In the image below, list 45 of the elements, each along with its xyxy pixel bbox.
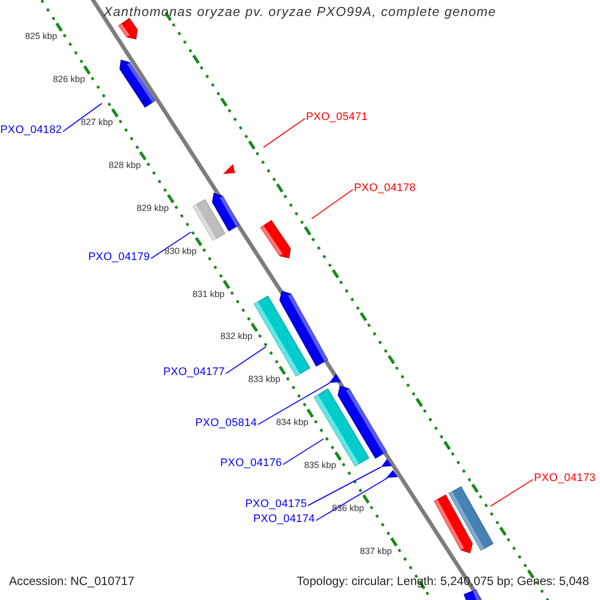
gene-label: PXO_04179	[88, 251, 150, 264]
scale-label: 826 kbp	[52, 74, 85, 85]
gene-block	[260, 220, 291, 258]
gene-block	[212, 192, 240, 232]
leader-line	[62, 102, 102, 132]
leader-line	[316, 477, 388, 521]
gene-bar	[448, 486, 494, 551]
scale-label: 834 kbp	[276, 417, 308, 428]
gene-block	[118, 18, 138, 40]
gene-label: PXO_05471	[306, 111, 368, 124]
scale-label: 825 kbp	[25, 31, 58, 42]
gene-label: PXO_04176	[220, 457, 282, 470]
leader-line	[258, 382, 330, 425]
gene-marker	[386, 470, 398, 478]
gene-marker	[223, 164, 235, 174]
gene-marker	[329, 374, 341, 383]
gene-label: PXO_04177	[163, 366, 225, 379]
leader-line	[282, 438, 324, 465]
leader-line	[150, 232, 192, 259]
scale-label: 837 kbp	[360, 546, 392, 557]
gene-label: PXO_04173	[534, 472, 596, 485]
scale-label: 828 kbp	[108, 160, 141, 171]
gene-block	[279, 290, 328, 367]
title: Xanthomonas oryzae pv. oryzae PXO99A, complete genome	[102, 3, 498, 20]
scale-label: 830 kbp	[164, 246, 197, 257]
gene-label: PXO_04182	[0, 124, 62, 137]
leader-line	[308, 466, 382, 506]
accession-text: Accession: NC_010717	[8, 574, 136, 589]
gene-marker	[381, 459, 392, 467]
scale-label: 833 kbp	[248, 374, 280, 386]
gene-label: PXO_04174	[253, 513, 315, 526]
leader-line	[490, 479, 534, 507]
scale-label: 831 kbp	[192, 288, 224, 300]
scale-label: 832 kbp	[220, 331, 252, 342]
gene-label: PXO_04175	[245, 498, 307, 511]
scale-label: 835 kbp	[304, 460, 336, 472]
leader-line	[226, 346, 266, 374]
gene-block	[338, 386, 388, 459]
gene-label: PXO_05814	[195, 417, 257, 430]
leader-line	[311, 189, 354, 220]
gene-block	[119, 60, 156, 108]
leader-line	[263, 118, 306, 148]
scale-label: 827 kbp	[80, 116, 113, 128]
scale-label: 829 kbp	[136, 202, 169, 214]
gene-label: PXO_04178	[354, 182, 416, 195]
